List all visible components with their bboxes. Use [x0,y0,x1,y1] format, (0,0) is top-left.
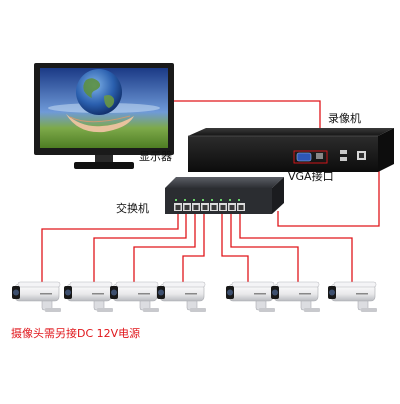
switch-ports [174,199,245,211]
label-vga: VGA接口 [288,170,334,183]
switch-port [192,199,200,211]
camera-cable-7 [239,213,353,282]
camera-3 [110,281,159,312]
switch-port [174,199,182,211]
cameras [12,281,377,312]
switch-port [210,199,218,211]
camera-cable-1 [41,213,179,282]
camera-1 [12,281,61,312]
vga-port [296,152,312,162]
switch-port [237,199,245,211]
switch-port [219,199,227,211]
camera-2 [64,281,113,312]
switch-port [201,199,209,211]
label-switch: 交换机 [116,202,149,215]
camera-6 [271,281,320,312]
label-nvr: 录像机 [328,112,361,125]
network-switch [165,177,284,214]
camera-cable-2 [93,213,187,282]
nvr [188,128,394,172]
power-note: 摄像头需另接DC 12V电源 [11,327,141,340]
camera-cable-4 [182,213,205,282]
camera-cable-6 [230,213,299,282]
monitor [34,63,174,169]
camera-7 [328,281,377,312]
switch-port [228,199,236,211]
camera-4 [157,281,206,312]
switch-port [183,199,191,211]
camera-5 [226,281,275,312]
camera-cable-5 [221,213,249,282]
camera-cable-3 [133,213,196,282]
label-monitor: 显示器 [139,150,172,163]
